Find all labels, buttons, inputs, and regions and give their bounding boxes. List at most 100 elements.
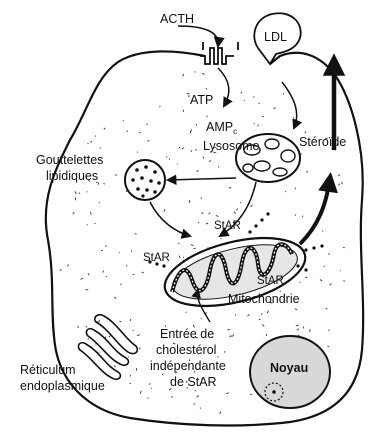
cytoplasm-speck — [79, 193, 80, 194]
ldl-label: LDL — [264, 30, 287, 44]
cytoplasm-speck — [209, 161, 211, 162]
cytoplasm-speck — [73, 212, 74, 214]
cytoplasm-speck — [104, 128, 105, 130]
cytoplasm-speck — [119, 252, 120, 253]
cytoplasm-speck — [183, 110, 184, 112]
cytoplasm-speck — [128, 357, 129, 358]
cytoplasm-speck — [99, 320, 100, 323]
cytoplasm-speck — [114, 297, 116, 299]
cytoplasm-speck — [262, 116, 264, 117]
cytoplasm-speck — [295, 309, 297, 310]
star-label-right: StAR — [257, 275, 284, 287]
cytoplasm-speck — [99, 202, 100, 203]
cytoplasm-speck — [90, 141, 92, 143]
cytoplasm-speck — [220, 412, 221, 415]
cytoplasm-speck — [183, 257, 184, 258]
cytoplasm-speck — [293, 117, 294, 118]
cytoplasm-speck — [88, 273, 89, 275]
cytoplasm-speck — [146, 124, 148, 125]
cytoplasm-speck — [99, 352, 100, 353]
cytoplasm-speck — [95, 136, 96, 137]
endoplasmic-reticulum — [78, 315, 137, 380]
cytoplasm-speck — [75, 191, 76, 194]
cytoplasm-speck — [197, 395, 199, 397]
cytoplasm-speck — [139, 348, 141, 349]
cytoplasm-speck — [217, 357, 218, 358]
cytoplasm-speck — [248, 315, 250, 317]
cytoplasm-speck — [202, 73, 204, 74]
star-label-left: StAR — [143, 252, 170, 264]
droplet-to-mito-arrow — [150, 202, 190, 236]
cytoplasm-speck — [137, 335, 140, 336]
atp-arrow — [218, 68, 229, 106]
cytoplasm-speck — [162, 374, 163, 375]
cytoplasm-speck — [283, 93, 284, 95]
cytoplasm-speck — [195, 390, 196, 391]
cytoplasm-speck — [267, 311, 268, 313]
cytoplasm-speck — [139, 132, 140, 133]
cytoplasm-speck — [206, 116, 207, 117]
cytoplasm-speck — [340, 271, 341, 272]
cytoplasm-speck — [88, 143, 89, 144]
lysosome-label: Lysosome — [203, 139, 260, 153]
amp-label: AMPc — [206, 120, 237, 136]
cytoplasm-speck — [232, 334, 234, 336]
entry-label-line1: Entrée de — [160, 327, 214, 341]
cytoplasm-speck — [195, 71, 196, 72]
cytoplasm-speck — [206, 223, 208, 224]
steroid-exit-arrow — [300, 178, 330, 244]
droplet-label-line1: Gouttelettes — [36, 153, 103, 167]
cytoplasm-speck — [186, 312, 187, 313]
cytoplasm-speck — [179, 243, 180, 244]
reticulum-label-line1: Réticulum — [20, 363, 76, 377]
cytoplasm-speck — [251, 205, 253, 207]
cytoplasm-speck — [218, 166, 219, 167]
cytoplasm-speck — [234, 212, 236, 214]
entry-label-line4: de StAR — [170, 375, 217, 389]
cytoplasm-speck — [183, 74, 184, 77]
cytoplasm-speck — [194, 404, 196, 405]
cytoplasm-speck — [142, 272, 144, 273]
star-label-top: StAR — [214, 220, 241, 232]
cytoplasm-speck — [160, 106, 161, 107]
cytoplasm-speck — [322, 231, 323, 232]
cytoplasm-speck — [140, 391, 141, 394]
cytoplasm-speck — [208, 213, 210, 215]
cytoplasm-speck — [127, 131, 128, 132]
cytoplasm-speck — [339, 184, 340, 186]
cytoplasm-speck — [81, 278, 84, 279]
cytoplasm-speck — [67, 265, 69, 267]
cytoplasm-speck — [226, 393, 229, 394]
mitochondria-label: Mitochondrie — [228, 292, 300, 306]
cytoplasm-speck — [194, 248, 196, 249]
cytoplasm-speck — [109, 336, 111, 338]
cytoplasm-speck — [86, 326, 87, 327]
cytoplasm-speck — [241, 92, 242, 94]
atp-label: ATP — [190, 93, 213, 107]
cytoplasm-speck — [236, 209, 238, 211]
lipid-droplet — [125, 160, 165, 200]
ldl-to-lysosome-arrow — [282, 82, 297, 128]
cytoplasm-speck — [297, 329, 299, 330]
reticulum-label-line2: endoplasmique — [20, 379, 105, 393]
cytoplasm-speck — [227, 329, 229, 330]
cytoplasm-speck — [135, 234, 137, 235]
cytoplasm-speck — [285, 191, 286, 192]
cytoplasm-speck — [90, 212, 91, 214]
cytoplasm-speck — [137, 152, 138, 153]
steroid-label: Stéroïde — [299, 135, 346, 149]
cytoplasm-speck — [201, 318, 202, 319]
cytoplasm-speck — [296, 325, 299, 326]
cytoplasm-speck — [216, 215, 219, 216]
cytoplasm-speck — [103, 184, 105, 185]
cytoplasm-speck — [295, 188, 296, 189]
lysosome-to-droplet-arrow — [168, 178, 236, 180]
cytoplasm-speck — [250, 394, 252, 395]
cytoplasm-speck — [330, 284, 332, 286]
acth-label: ACTH — [160, 12, 194, 26]
cytoplasm-speck — [164, 209, 165, 211]
nucleus-label: Noyau — [270, 361, 308, 375]
droplet-label-line2: lipidiques — [46, 169, 98, 183]
cytoplasm-speck — [344, 280, 345, 281]
